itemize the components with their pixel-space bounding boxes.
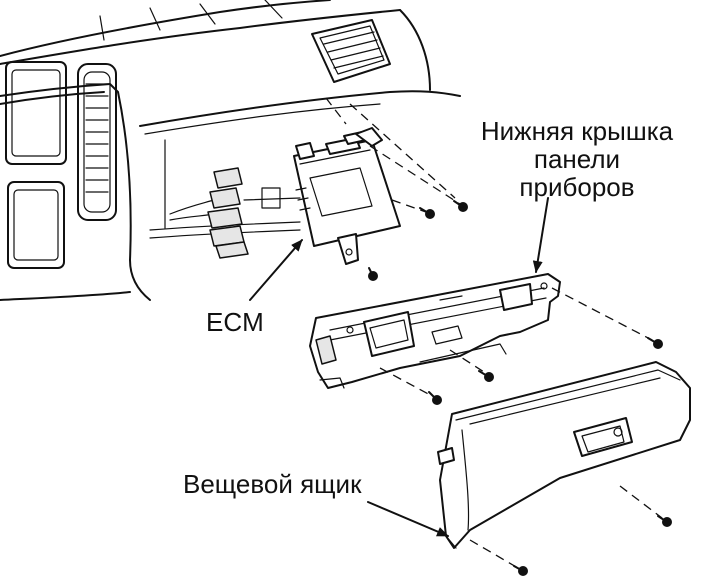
screw xyxy=(478,370,494,382)
center-console-panel xyxy=(5,61,67,269)
ecm-label: ECM xyxy=(206,307,264,337)
leader-arrows xyxy=(249,197,549,537)
arrow-to-ecm xyxy=(249,239,303,301)
glove-box xyxy=(437,361,691,549)
center-air-vent xyxy=(77,63,117,221)
label-line: панели xyxy=(533,144,621,174)
arrow-to-glove-box xyxy=(367,501,449,537)
glove-box-label: Вещевой ящик xyxy=(183,469,362,499)
screw xyxy=(419,207,435,219)
screw xyxy=(657,515,672,527)
passenger-air-vent xyxy=(311,19,391,83)
cover-screws xyxy=(379,287,663,405)
ecm-unit xyxy=(293,127,401,265)
label-line: Нижняя крышка xyxy=(480,116,674,146)
screw xyxy=(428,391,442,405)
ecm-screws xyxy=(325,97,468,281)
instrument-panel-lower-cover xyxy=(309,273,561,389)
screw xyxy=(453,200,468,212)
glove-box-screws xyxy=(469,485,672,576)
label-line: приборов xyxy=(519,172,635,202)
arrow-to-lower-cover xyxy=(532,197,549,273)
screw xyxy=(368,267,378,281)
wiring-harness xyxy=(169,167,301,259)
instrument-panel-lower-cover-label: Нижняя крышка панели приборов xyxy=(452,117,702,201)
